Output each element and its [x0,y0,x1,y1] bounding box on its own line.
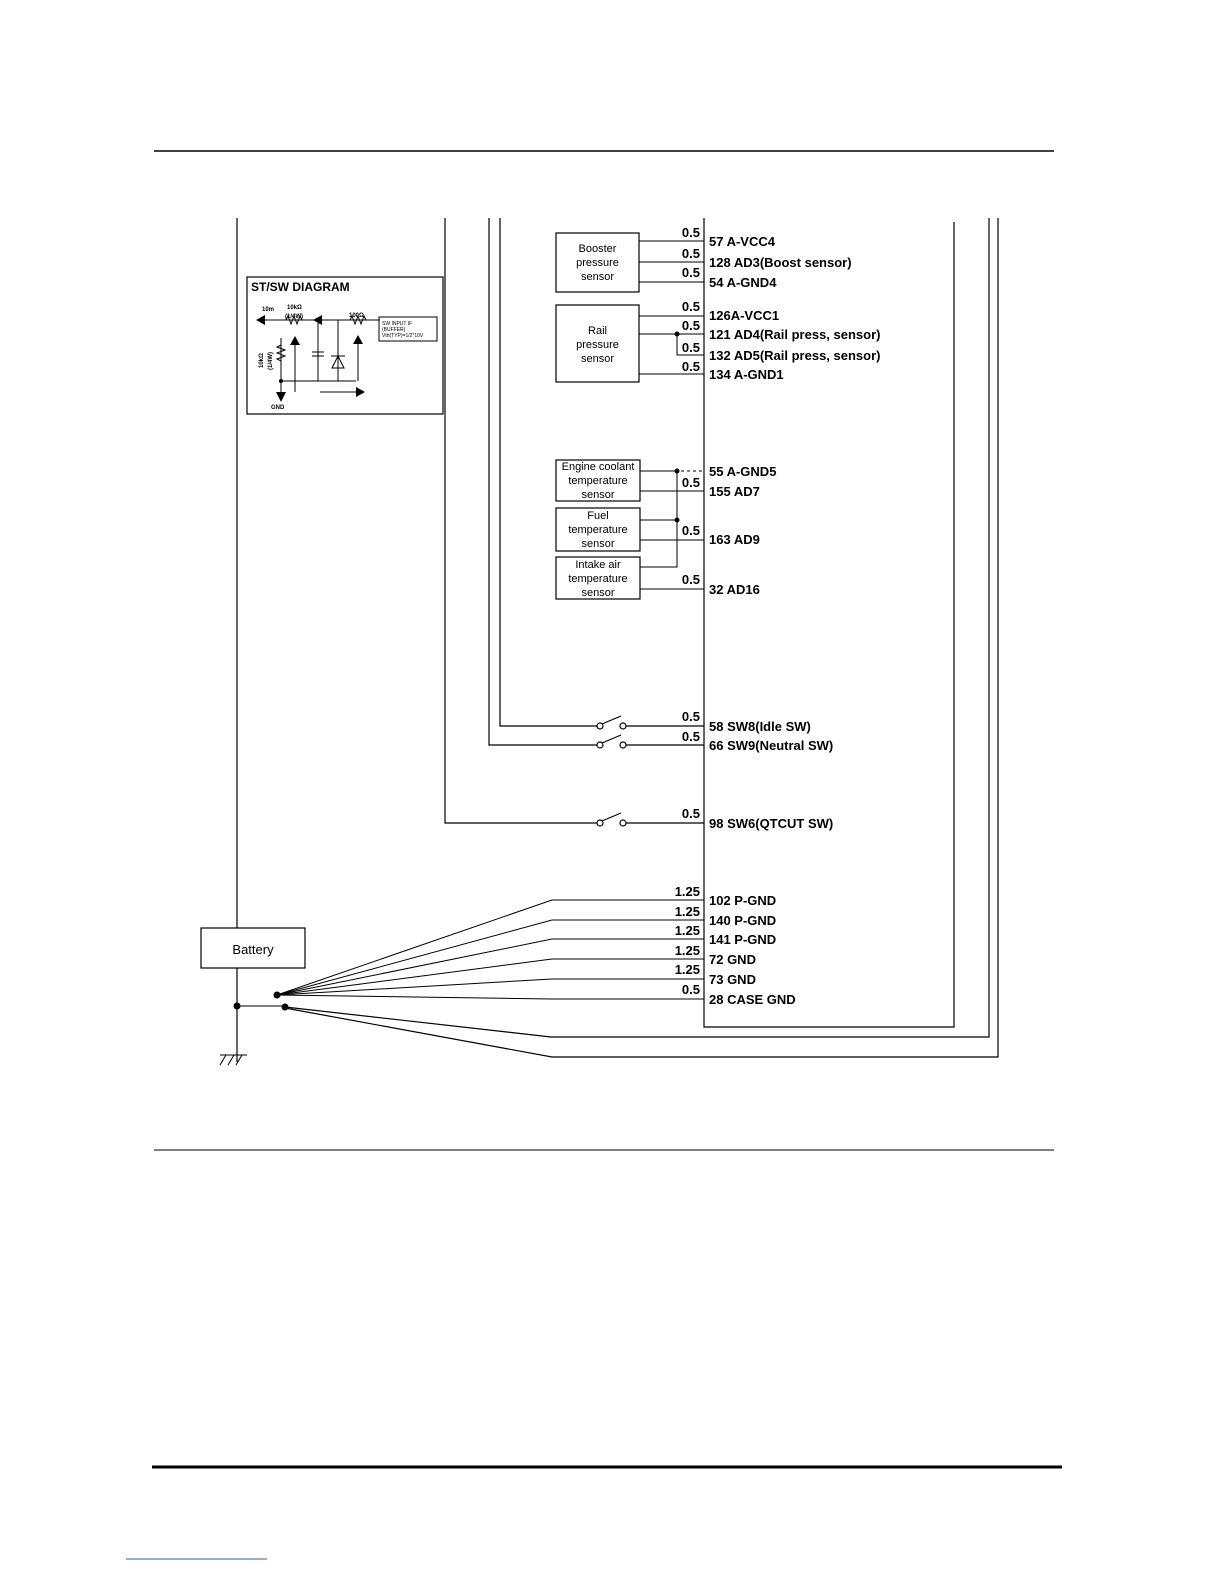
pin-label: 73 GND [709,972,756,987]
pin-label: 141 P-GND [709,932,776,947]
gnd-28 [276,994,704,1000]
pin-label: 57 A-VCC4 [709,234,776,249]
sensor-label: sensor [581,353,614,365]
pin-label: 155 AD7 [709,484,760,499]
st-label-quarter-watt-vertical: (1/4W) [268,352,274,370]
buffer-label-2: (BUFFER) [382,327,406,333]
gauge-label: 0.5 [682,225,700,240]
rail-pressure-sensor: Rail pressure sensor [555,304,640,383]
gauge-label: 0.5 [682,265,700,280]
sensor-label: Rail [588,325,607,337]
sensor-label: sensor [581,489,614,501]
pin-label: 32 AD16 [709,582,760,597]
pin-label: 28 CASE GND [709,992,796,1007]
pin-label: 126A-VCC1 [709,308,779,323]
gauge-label: 0.5 [682,982,700,997]
battery-label: Battery [232,942,274,957]
gauge-label: 0.5 [682,318,700,333]
gauge-label: 0.5 [682,359,700,374]
st-label-10k-vertical: 10kΩ [259,353,265,368]
neutral-switch [596,734,704,749]
sensor-label: temperature [568,475,627,487]
intake-air-temperature-sensor: Intake air temperature sensor [555,556,641,600]
pin-label: 121 AD4(Rail press, sensor) [709,327,880,342]
booster-pressure-sensor: Booster pressure sensor [555,232,640,293]
pin-label: 58 SW8(Idle SW) [709,719,811,734]
sensor-label: temperature [568,573,627,585]
gauge-label: 0.5 [682,709,700,724]
sensor-label: Booster [579,243,617,255]
gauge-label: 0.5 [682,729,700,744]
sensor-label: sensor [581,538,614,550]
gauge-label: 1.25 [675,923,700,938]
sensor-label: sensor [581,587,614,599]
pin-label: 98 SW6(QTCUT SW) [709,816,833,831]
pin-label: 54 A-GND4 [709,275,777,290]
st-label-10k: 10kΩ [287,305,302,311]
pin-labels: 57 A-VCC4 128 AD3(Boost sensor) 54 A-GND… [709,234,880,1007]
battery-box: Battery [200,927,306,969]
idle-switch [596,715,704,730]
gauge-labels: 0.5 0.5 0.5 0.5 0.5 0.5 0.5 0.5 0.5 0.5 … [675,225,700,997]
sensor-label: sensor [581,271,614,283]
sensor-label: temperature [568,524,627,536]
pin-label: 163 AD9 [709,532,760,547]
pin-label: 66 SW9(Neutral SW) [709,738,833,753]
gauge-label: 0.5 [682,572,700,587]
st-label-quarter-watt: (1/4W) [285,314,303,320]
gauge-label: 1.25 [675,884,700,899]
gauge-label: 0.5 [682,246,700,261]
gauge-label: 1.25 [675,962,700,977]
gauge-label: 0.5 [682,523,700,538]
ground-return-b [284,218,999,1058]
neutral-line [488,218,597,746]
pin-label: 132 AD5(Rail press, sensor) [709,348,880,363]
pin-label: 72 GND [709,952,756,967]
pin-label: 140 P-GND [709,913,776,928]
gauge-label: 0.5 [682,340,700,355]
st-sw-title: ST/SW DIAGRAM [251,280,350,294]
ecu-box [703,218,955,1028]
engine-coolant-temperature-sensor: Engine coolant temperature sensor [555,459,641,502]
idle-line [499,218,597,727]
gnd-72 [276,958,704,996]
gnd-73 [276,978,704,996]
gauge-label: 1.25 [675,904,700,919]
gauge-label: 1.25 [675,943,700,958]
gauge-label: 0.5 [682,475,700,490]
gnd-102 [276,899,704,996]
st-label-10m: 10m [262,307,274,313]
sensor-label: pressure [576,339,619,351]
gauge-label: 0.5 [682,299,700,314]
buffer-label-1: SW INPUT IF [382,321,412,327]
st-label-100ohm: 100Ω [349,313,364,319]
pin-label: 55 A-GND5 [709,464,776,479]
pin-label: 134 A-GND1 [709,367,784,382]
fuel-temperature-sensor: Fuel temperature sensor [555,507,641,552]
st-label-gnd: GND [271,405,285,411]
gnd-141 [276,938,704,996]
gauge-label: 0.5 [682,806,700,821]
qtcut-line [444,218,597,824]
st-sw-diagram-inset: ST/SW DIAGRAM [246,276,444,415]
sensor-label: Fuel [587,510,608,522]
sensor-label: Engine coolant [562,461,635,473]
sensor-label: pressure [576,257,619,269]
pin-label: 102 P-GND [709,893,776,908]
sensor-label: Intake air [575,559,621,571]
gnd-140 [276,919,704,996]
pin-label: 128 AD3(Boost sensor) [709,255,852,270]
ground-return-a [284,218,990,1038]
buffer-label-3: Vth(TYP)=1/2*10V [382,333,424,339]
qtcut-switch [596,812,704,827]
